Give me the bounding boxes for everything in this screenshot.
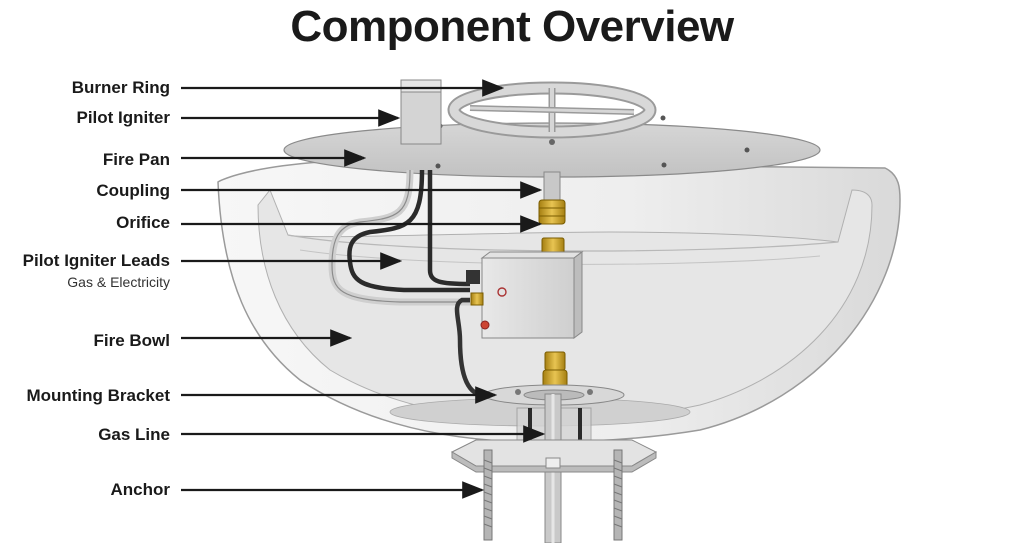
anchor-bolt-right [613,449,623,541]
label-coupling: Coupling [96,181,170,200]
page-title: Component Overview [290,2,734,51]
callout-arrows [181,79,546,499]
label-pilot-igniter: Pilot Igniter [76,108,171,127]
label-burner-ring: Burner Ring [71,78,170,97]
anchor [450,439,658,541]
anchor-bolt-left [483,449,493,541]
label-pilot-igniter-leads-sub: Gas & Electricity [67,274,170,290]
label-mounting-bracket: Mounting Bracket [26,386,170,405]
label-pilot-igniter-leads: Pilot Igniter Leads [22,251,170,270]
label-fire-pan: Fire Pan [102,150,170,169]
burner-ring [447,81,657,139]
label-gas-line: Gas Line [98,425,170,444]
valve-box [466,251,584,339]
label-orifice: Orifice [116,213,170,232]
label-anchor: Anchor [110,480,171,499]
pilot-igniter-leads [328,169,485,398]
label-fire-bowl: Fire Bowl [93,331,170,350]
pilot-igniter [400,79,442,145]
